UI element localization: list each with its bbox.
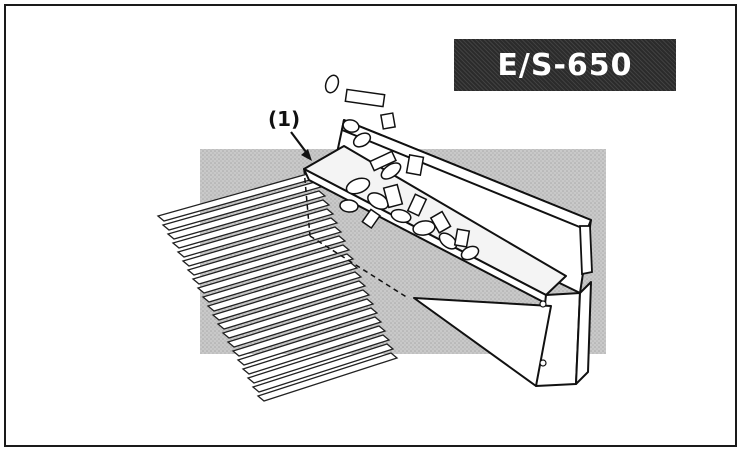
- callout-label: (1): [268, 107, 301, 131]
- model-label: E/S-650: [497, 47, 633, 83]
- debris-pile: [339, 154, 480, 261]
- falling-debris: [324, 74, 397, 172]
- grate-bars: [156, 172, 399, 402]
- debris-tray-illustration: [156, 74, 606, 402]
- latch-icon: [579, 225, 593, 276]
- hidden-edge-lines: [303, 168, 409, 299]
- illustration-frame: E/S-650 (1): [4, 4, 737, 447]
- screw-icon: [539, 359, 547, 367]
- model-badge: E/S-650: [454, 39, 676, 91]
- callout-arrow: [290, 131, 312, 161]
- screw-icon: [539, 300, 547, 308]
